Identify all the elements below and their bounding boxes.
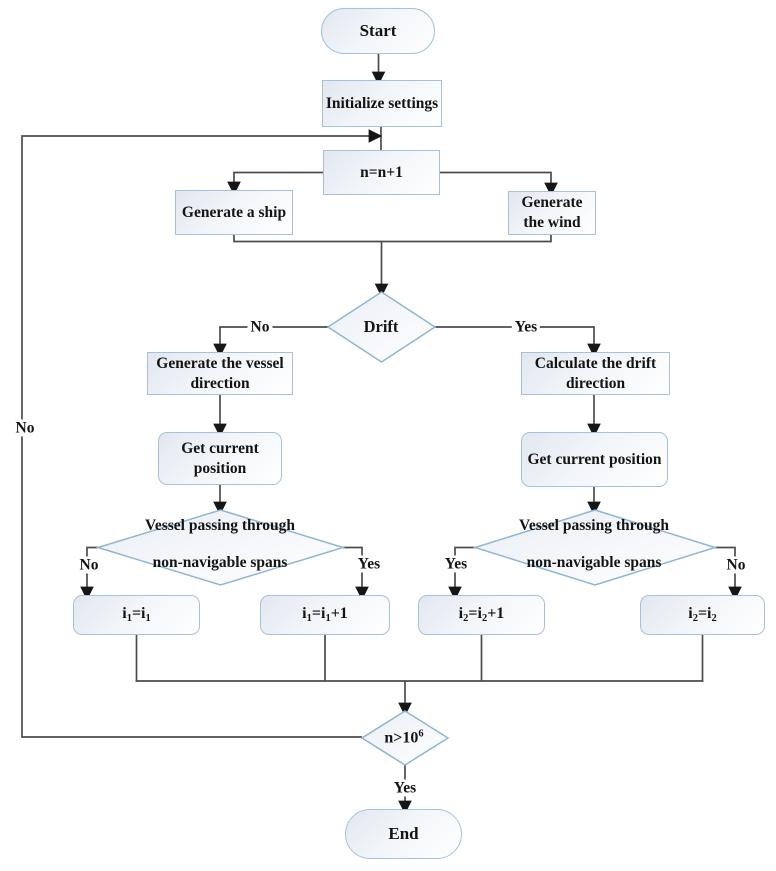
- edge-increment-ship: [227, 171, 323, 196]
- i1-keep-node: i1=i1: [73, 595, 200, 635]
- i2-keep-sub2: 2: [711, 613, 717, 625]
- edge-merge-top: [233, 235, 552, 243]
- i1-keep-sub1: 1: [126, 613, 132, 625]
- i2-inc-text: i: [458, 605, 464, 623]
- i2-increment-node: i2=i2+1: [418, 595, 545, 635]
- i1-inc-post: +1: [330, 605, 348, 623]
- edge-drift-yes: [435, 326, 601, 358]
- drift-no-label: No: [247, 318, 273, 336]
- end-node: End: [345, 809, 462, 859]
- loop-check-label: n>106: [384, 729, 423, 748]
- i1-increment-node: i1=i1+1: [260, 595, 390, 635]
- edge-right-yes: [448, 546, 475, 601]
- edge-drift-no: [213, 326, 328, 358]
- edge-merge-bottom: [135, 635, 704, 682]
- i2-keep-sub1: 2: [692, 613, 698, 625]
- loop-check-decision-shape: [360, 710, 450, 766]
- edge-left-no: [80, 546, 98, 601]
- vessel-passing-right-label-line1: Vessel passing through: [519, 517, 669, 534]
- i2-inc-post: +1: [487, 605, 505, 623]
- vessel-passing-left-label-line2: non-navigable spans: [152, 554, 288, 571]
- decision-shapes: [95, 291, 718, 766]
- i1-keep-sub2: 1: [145, 613, 151, 625]
- i2-keep-mid: =i: [697, 605, 712, 623]
- vessel-passing-right-label-line2: non-navigable spans: [526, 554, 662, 571]
- vessel-passing-right-decision-shape: [472, 509, 718, 586]
- loop-check-text: n>10: [384, 729, 419, 747]
- right-diamond-no-label: No: [723, 556, 749, 574]
- i1-inc-mid: =i: [311, 605, 326, 623]
- edge-right-no: [715, 546, 742, 601]
- loop-check-sup: 6: [418, 728, 424, 740]
- drift-yes-label: Yes: [511, 318, 541, 336]
- get-current-position-right-node: Get current position: [521, 432, 668, 487]
- increment-node: n=n+1: [323, 150, 440, 195]
- i2-inc-mid: =i: [468, 605, 482, 623]
- i1-inc-sub2: 1: [325, 613, 331, 625]
- start-node: Start: [321, 8, 435, 54]
- i2-inc-sub1: 2: [463, 613, 469, 625]
- drift-decision-shape: [326, 291, 437, 363]
- i1-keep-mid: =i: [131, 605, 146, 623]
- i1-inc-text: i: [302, 605, 307, 623]
- initialize-settings-node: Initialize settings: [322, 80, 442, 127]
- i2-keep-node: i2=i2: [640, 595, 765, 635]
- calculate-drift-direction-node: Calculate the drift direction: [521, 352, 670, 395]
- generate-wind-node: Generate the wind: [508, 191, 596, 235]
- vessel-passing-left-label-line1: Vessel passing through: [145, 517, 295, 534]
- i2-keep-text: i: [688, 605, 693, 623]
- drift-decision-label: Drift: [363, 317, 399, 336]
- edge-left-yes: [343, 546, 369, 601]
- generate-vessel-direction-node: Generate the vessel direction: [147, 352, 293, 395]
- i1-keep-text: i: [122, 605, 127, 623]
- i1-inc-sub1: 1: [306, 613, 312, 625]
- left-diamond-no-label: No: [76, 556, 102, 574]
- vessel-passing-left-decision-shape: [95, 509, 346, 586]
- right-diamond-yes-label: Yes: [441, 555, 471, 573]
- left-diamond-yes-label: Yes: [354, 555, 384, 573]
- i2-inc-sub2: 2: [481, 613, 488, 625]
- edge-increment-wind: [440, 171, 558, 197]
- get-current-position-left-node: Get current position: [158, 432, 282, 485]
- loop-no-label: No: [12, 419, 38, 437]
- generate-ship-node: Generate a ship: [175, 190, 293, 235]
- end-yes-label: Yes: [390, 779, 420, 797]
